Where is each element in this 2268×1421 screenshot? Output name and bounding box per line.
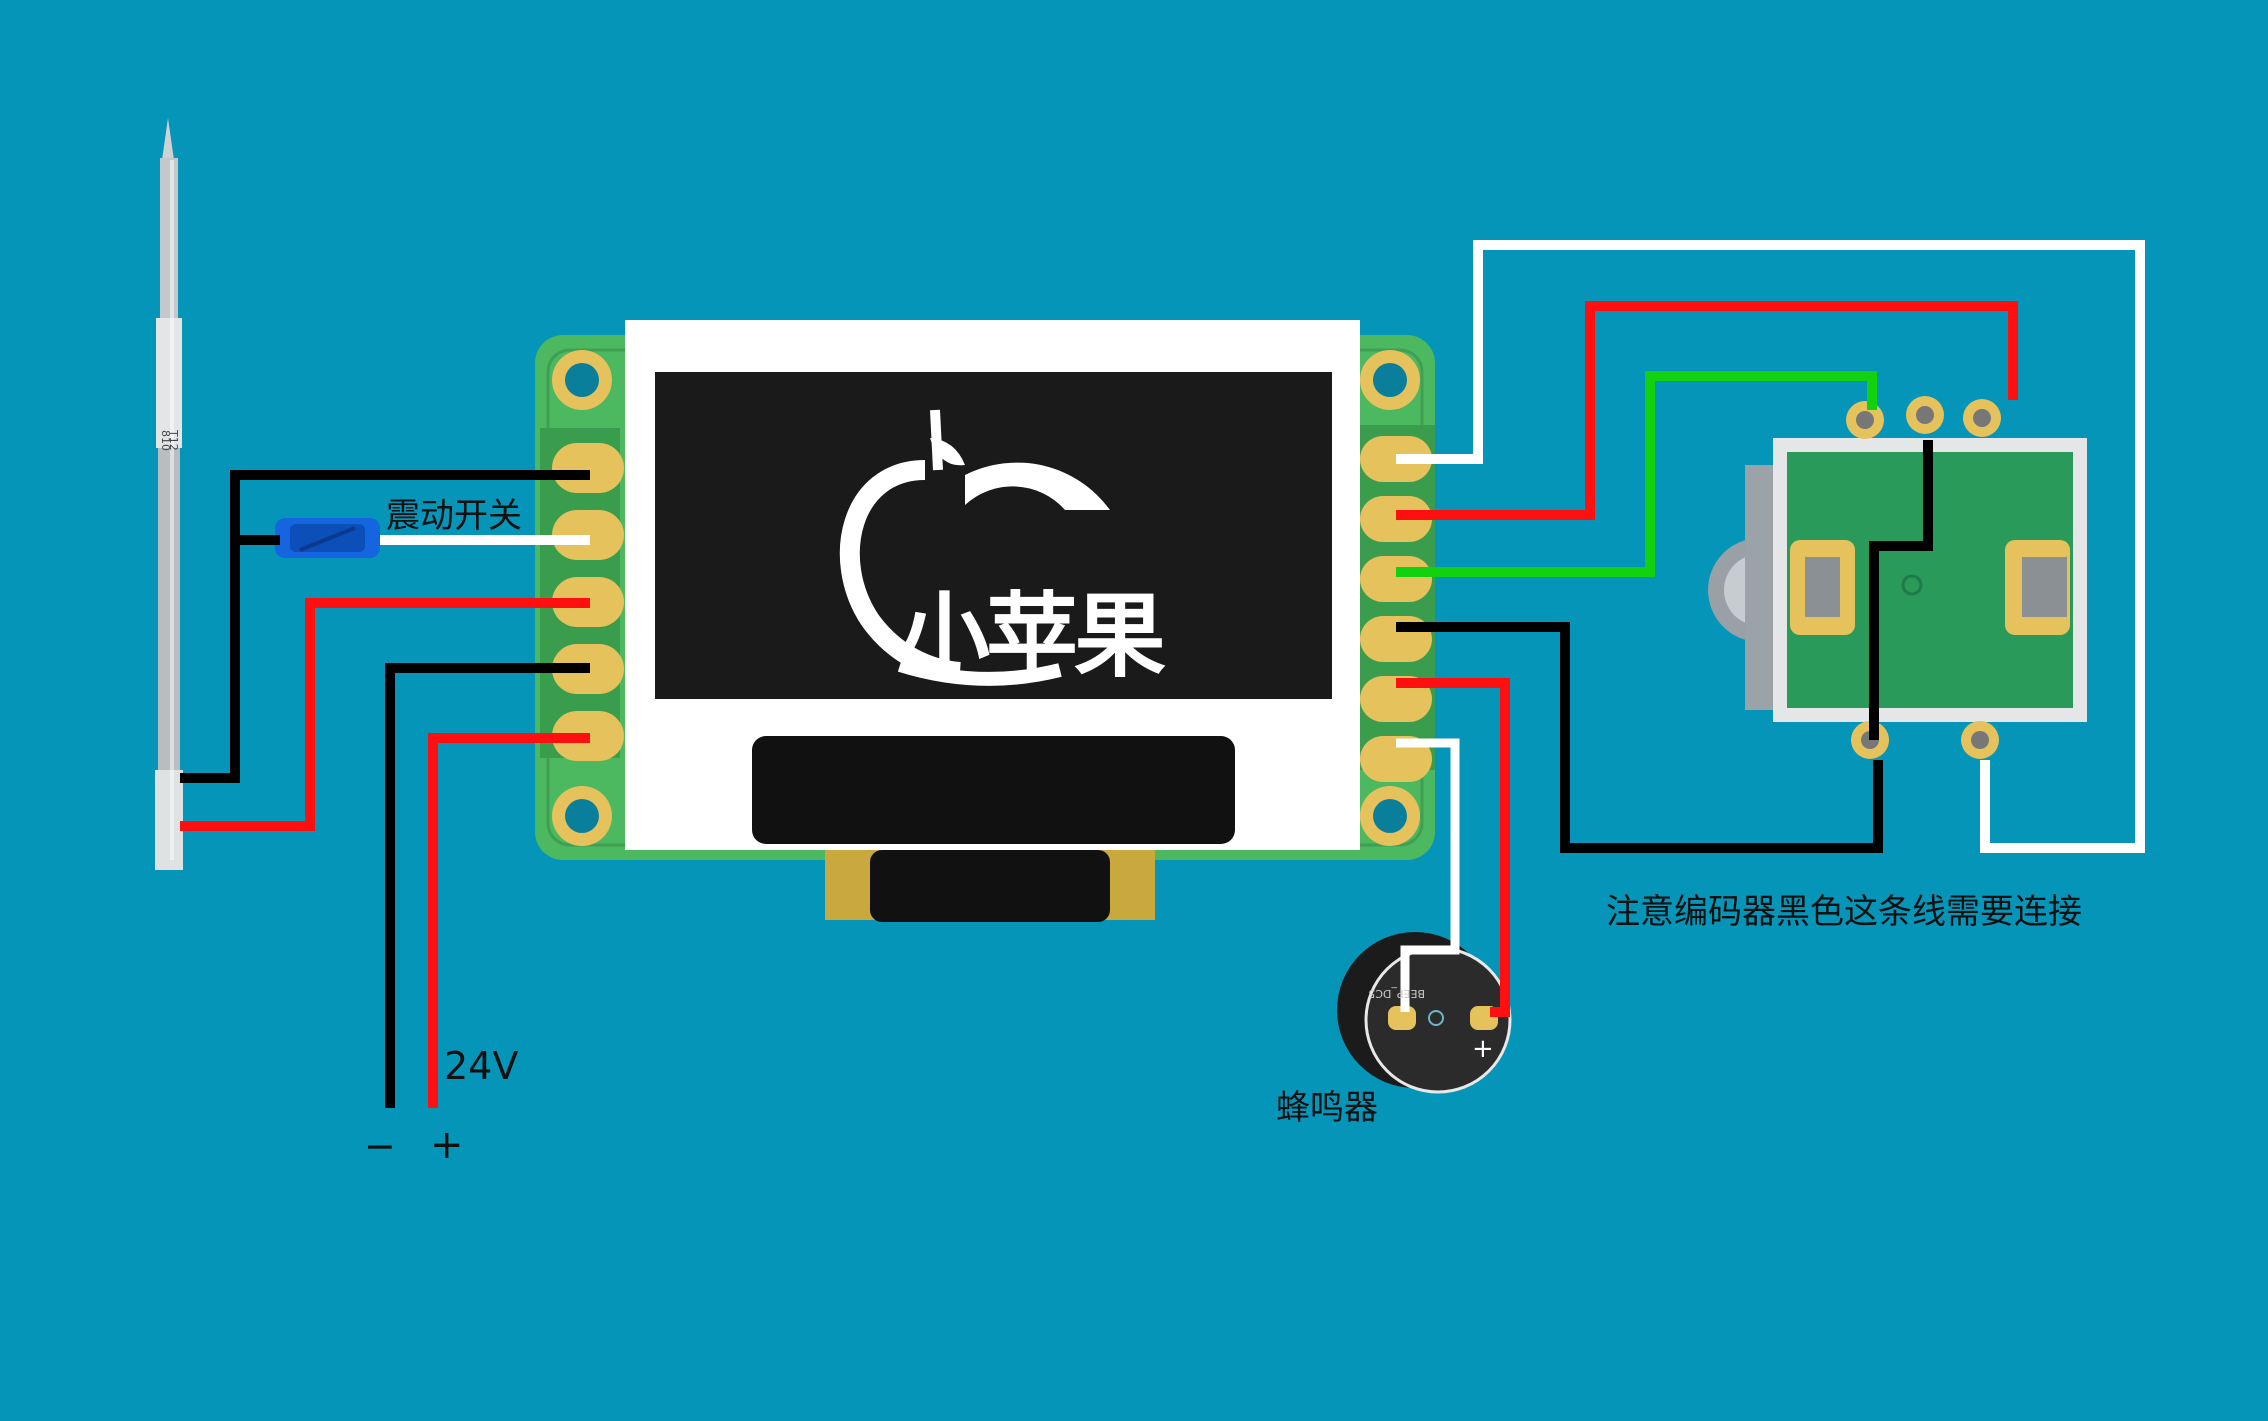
wire-red-buzzer — [1396, 678, 1510, 1017]
vibration-switch-icon — [275, 518, 380, 558]
oled-logo-text: 小苹果 — [898, 583, 1166, 690]
buzzer-icon — [1337, 932, 1512, 1094]
oled-flex-cable — [825, 840, 1155, 922]
rotary-encoder — [1708, 396, 2087, 759]
wire-red-power — [428, 733, 590, 1108]
buzzer-plus-label: + — [1472, 1034, 1494, 1064]
vibration-switch-label: 震动开关 — [386, 496, 522, 536]
wire-red-tip — [180, 598, 590, 831]
wire-green-encoder — [1396, 371, 1877, 577]
wire-white-buzzer — [1396, 738, 1460, 1012]
wire-red-encoder — [1396, 301, 2018, 520]
tip-marking-1: T12 — [167, 429, 180, 451]
right-pad-header — [1355, 425, 1435, 782]
apple-logo-icon — [839, 409, 1110, 686]
mounting-holes — [552, 350, 1420, 846]
wire-white-encoder — [1396, 240, 2145, 853]
wire-black-tip — [180, 470, 590, 783]
plus-label: + — [430, 1122, 464, 1168]
wires-right — [1396, 240, 2145, 1017]
buzzer-marking: BEEP_DC5 — [1368, 987, 1425, 1000]
voltage-label: 24V — [444, 1044, 519, 1088]
wire-black-power — [385, 663, 590, 1108]
wire-black-encoder-internal — [1869, 440, 1933, 740]
encoder-note-label: 注意编码器黑色这条线需要连接 — [1606, 892, 2082, 932]
wire-black-encoder — [1396, 622, 1883, 853]
oled-display — [625, 320, 1360, 850]
minus-label: − — [364, 1124, 396, 1168]
wires-left — [180, 470, 590, 1108]
buzzer-label: 蜂鸣器 — [1276, 1088, 1378, 1128]
soldering-tip — [155, 118, 183, 870]
tip-marking-2: 810 — [159, 430, 172, 451]
